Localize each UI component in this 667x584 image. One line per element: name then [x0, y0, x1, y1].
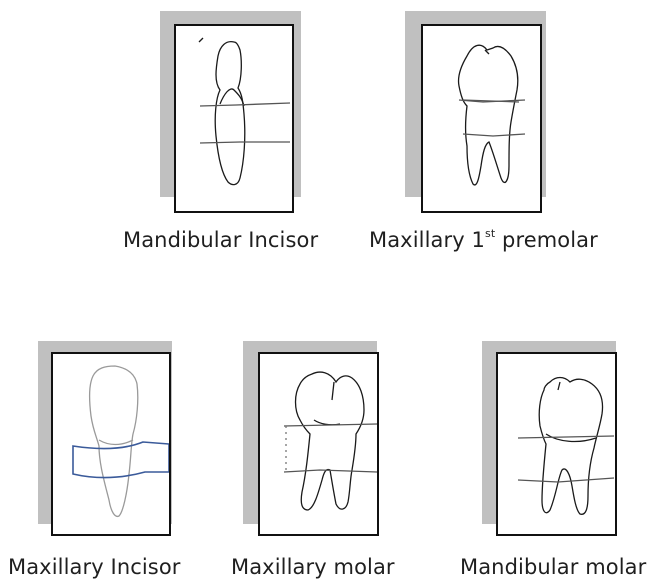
caption-mandibular-incisor: Mandibular Incisor — [123, 228, 318, 252]
maxillary-incisor-drawing — [53, 354, 171, 536]
tooth-frame — [51, 352, 171, 536]
caption-maxillary-incisor: Maxillary Incisor — [8, 555, 181, 579]
caption-maxillary-molar: Maxillary molar — [231, 555, 395, 579]
premolar-drawing — [423, 26, 542, 213]
caption-main: Maxillary 1 — [369, 228, 485, 252]
tooth-frame — [421, 24, 542, 213]
mandibular-molar-drawing — [498, 354, 617, 536]
maxillary-molar-drawing — [260, 354, 379, 536]
tooth-frame — [174, 24, 294, 213]
tooth-frame — [496, 352, 617, 536]
caption-superscript: st — [485, 227, 495, 240]
caption-mandibular-molar: Mandibular molar — [460, 555, 646, 579]
tooth-frame — [258, 352, 379, 536]
mandibular-incisor-drawing — [176, 26, 294, 213]
caption-tail: premolar — [495, 228, 598, 252]
caption-maxillary-first-premolar: Maxillary 1st premolar — [369, 228, 598, 252]
